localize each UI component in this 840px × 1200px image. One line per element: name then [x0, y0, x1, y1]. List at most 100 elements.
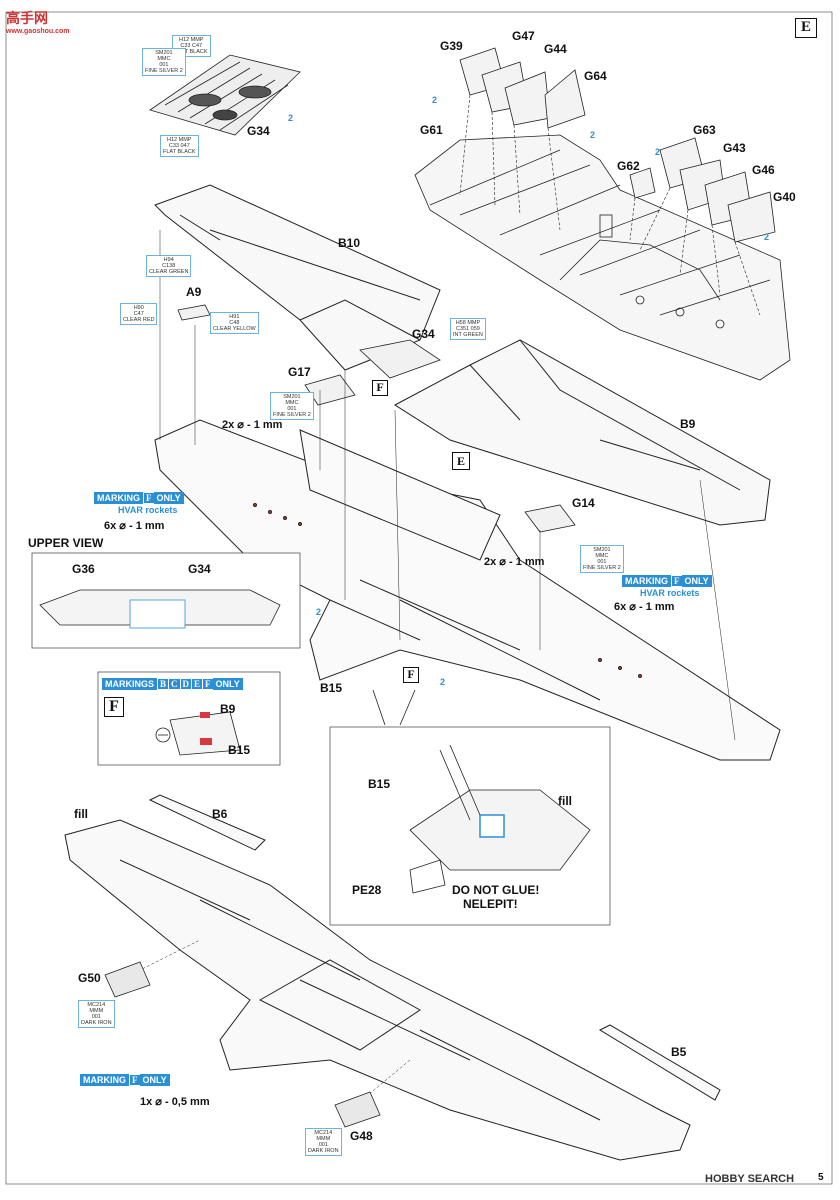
callout-box-f-upper: F	[372, 380, 388, 396]
label-g34-top: G34	[247, 124, 270, 138]
marking-f-only-right: MARKING F ONLY	[622, 575, 712, 587]
label-g14: G14	[572, 496, 595, 510]
hvar-note-right: HVAR rockets	[640, 588, 700, 598]
instrument-panel	[177, 304, 576, 533]
cockpit-tub	[414, 134, 791, 381]
label-g48: G48	[350, 1129, 373, 1143]
label-g39: G39	[440, 39, 463, 53]
b15-detail-inset	[329, 689, 611, 926]
marking-only: ONLY	[681, 575, 712, 587]
label-b9: B9	[680, 417, 696, 431]
label-g17: G17	[288, 365, 311, 379]
markings-bcdef-only: MARKINGS B C D E F ONLY	[102, 678, 243, 690]
label-fill-detail: fill	[558, 794, 572, 808]
marking-only: ONLY	[153, 492, 184, 504]
callout-2: 2	[655, 147, 661, 157]
label-b6: B6	[212, 807, 228, 821]
label-g50: G50	[78, 971, 101, 985]
drill-note-2x-top: 2x ⌀ - 1 mm	[222, 419, 283, 431]
marking-f-only-left: MARKING F ONLY	[94, 492, 184, 504]
markings-label: MARKINGS	[102, 678, 157, 690]
paint-g17-silver: SM201 MMC 001 FINE SILVER 2	[270, 392, 314, 420]
nelepit: NELEPIT!	[463, 897, 518, 911]
drill-note-1x: 1x ⌀ - 0,5 mm	[140, 1096, 210, 1108]
page-frame	[5, 11, 833, 1185]
callout-2: 2	[316, 607, 322, 617]
marking-letter-d: D	[180, 679, 192, 689]
label-g47: G47	[512, 29, 535, 43]
marking-f-only-bottom: MARKING F ONLY	[80, 1074, 170, 1086]
watermark-cn: 高手网	[6, 10, 48, 26]
callout-2: 2	[590, 130, 596, 140]
page-number: 5	[818, 1172, 824, 1183]
marking-only: ONLY	[139, 1074, 170, 1086]
callout-2: 2	[764, 232, 770, 242]
label-b5: B5	[671, 1045, 687, 1059]
label-g34-mid: G34	[412, 327, 435, 341]
marking-letter: F	[130, 1075, 140, 1085]
marking-letter-b: B	[158, 679, 169, 689]
label-g34-upper-view: G34	[188, 562, 211, 576]
label-b10: B10	[338, 236, 361, 250]
label-g43: G43	[723, 141, 746, 155]
label-b9-small: B9	[220, 702, 236, 716]
callout-box-e-mid: E	[452, 452, 470, 470]
label-g46: G46	[752, 163, 775, 177]
label-g40: G40	[773, 190, 796, 204]
paint-a9-green: H94 C138 CLEAR GREEN	[146, 255, 192, 277]
wing-leader-lines	[119, 939, 411, 1111]
seatbelt-assembly	[149, 54, 301, 136]
marking-only: ONLY	[212, 678, 243, 690]
step-box-e: E	[795, 18, 817, 38]
sidewall-leader-lines	[459, 94, 761, 316]
alignment-lines	[159, 230, 736, 741]
marking-letter-e: E	[192, 679, 203, 689]
paint-seatbelts-fine: SM201 MMC 001 FINE SILVER 2	[142, 48, 186, 76]
label-b15-small: B15	[228, 743, 251, 757]
marking-label: MARKING	[622, 575, 671, 587]
label-fill-wing: fill	[74, 807, 88, 821]
wing-assembly-lower	[64, 794, 721, 1161]
marking-label: MARKING	[94, 492, 143, 504]
upper-wing-right	[394, 339, 771, 526]
paint-g14-silver: SM201 MMC 001 FINE SILVER 2	[580, 545, 624, 573]
label-g44: G44	[544, 42, 567, 56]
label-g36: G36	[72, 562, 95, 576]
marking-letter: F	[672, 576, 682, 586]
drill-note-2x-mid: 2x ⌀ - 1 mm	[484, 556, 545, 568]
watermark-hobbysearch: HOBBY SEARCH	[705, 1173, 795, 1185]
label-pe28: PE28	[352, 883, 382, 897]
paint-g34-green: H58 MMP C351 059 INT GREEN	[450, 318, 486, 340]
marking-letter-c: C	[169, 679, 180, 689]
paint-a9-yellow: H91 C48 CLEAR YELLOW	[210, 312, 259, 334]
label-g63: G63	[693, 123, 716, 137]
callout-2: 2	[440, 677, 446, 687]
sidewall-parts	[459, 47, 776, 243]
paint-a9-red: H90 C47 CLEAR RED	[120, 303, 158, 325]
label-b15: B15	[320, 681, 343, 695]
label-g64: G64	[584, 69, 607, 83]
hvar-note-left: HVAR rockets	[118, 505, 178, 515]
marking-letter: F	[144, 493, 154, 503]
watermark-url: www.gaoshou.com	[6, 28, 70, 35]
paint-seatbelts-bottom: H12 MMP C33 047 FLAT BLACK	[160, 135, 199, 157]
drill-note-6x-left: 6x ⌀ - 1 mm	[104, 520, 165, 532]
callout-2: 2	[288, 113, 294, 123]
upper-view-title: UPPER VIEW	[28, 536, 104, 550]
guns-g50-g48	[104, 961, 381, 1128]
label-a9: A9	[186, 285, 202, 299]
callout-2: 2	[432, 95, 438, 105]
label-g62: G62	[617, 159, 640, 173]
callout-box-f-lower: F	[403, 667, 419, 683]
upper-view-inset	[31, 552, 301, 649]
label-g61: G61	[420, 123, 443, 137]
do-not-glue: DO NOT GLUE!	[452, 883, 540, 897]
paint-g48-iron: MC214 MMM 001 DARK IRON	[305, 1128, 342, 1156]
marking-label: MARKING	[80, 1074, 129, 1086]
step-f-box: F	[104, 697, 124, 717]
paint-g50-iron: MC214 MMM 001 DARK IRON	[78, 1000, 115, 1028]
drill-note-6x-right: 6x ⌀ - 1 mm	[614, 601, 675, 613]
label-b15-detail: B15	[368, 777, 391, 791]
marking-letter-f: F	[203, 679, 213, 689]
